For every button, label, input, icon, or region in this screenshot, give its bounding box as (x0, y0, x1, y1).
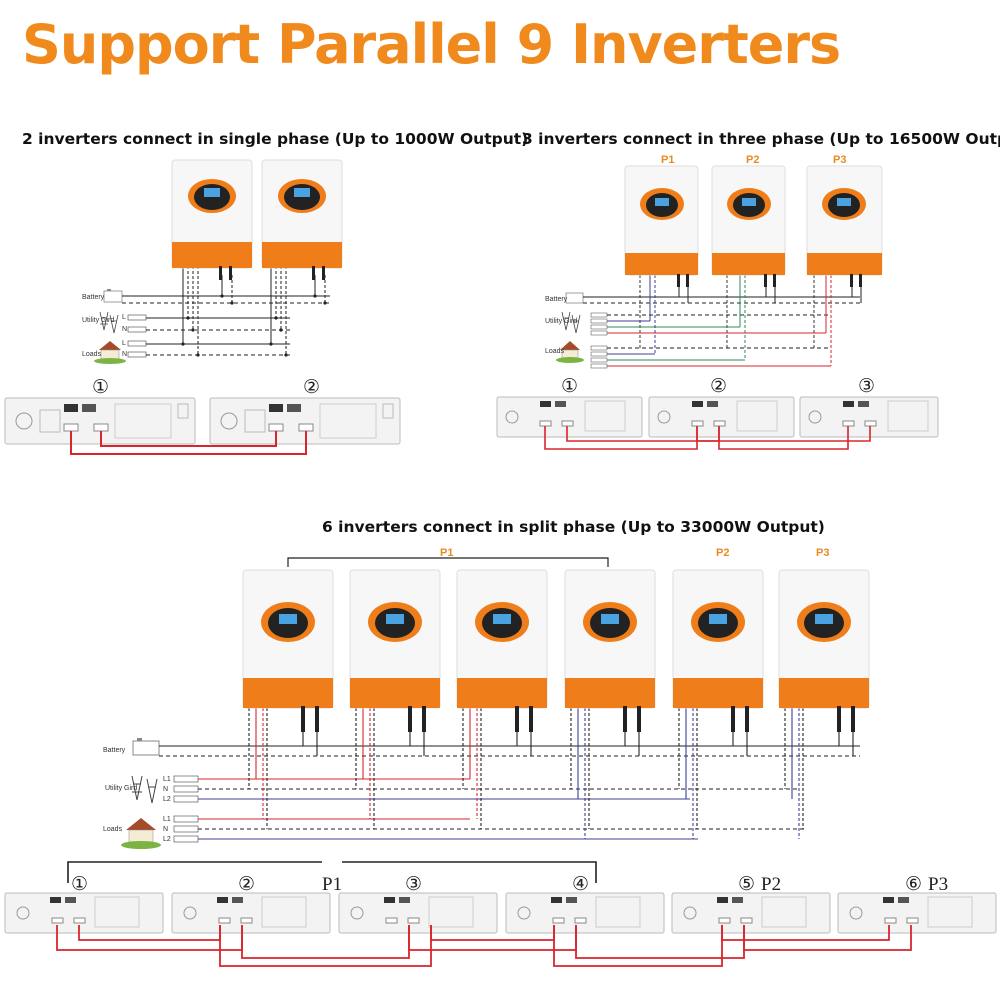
loads-l2-label: L2 (163, 836, 171, 843)
inverter-p2 (711, 165, 786, 287)
unit-6-tag: P3 (928, 874, 948, 895)
split-inverter-5 (672, 569, 764, 732)
battery-icon: Battery (103, 738, 160, 756)
unit-6-number: ⑥ (905, 874, 922, 895)
bottom-unit-1 (496, 396, 643, 438)
unit-4-number: ④ (572, 874, 589, 895)
house-icon: Loads (103, 818, 161, 849)
phase-p3-label: P3 (833, 154, 846, 166)
split-phase-heading: 6 inverters connect in split phase (Up t… (322, 518, 825, 536)
unit-2-number: ② (238, 874, 255, 895)
grid-n-label: N (163, 786, 168, 793)
grid-label: Utility Gird (545, 318, 577, 325)
unit-2-number: ② (303, 377, 320, 398)
unit-3-number: ③ (858, 376, 875, 397)
split-inverter-1 (242, 569, 334, 732)
battery-label: Battery (82, 294, 105, 301)
split-bottom-unit-2 (171, 892, 331, 934)
split-phase-diagram: P1 P2 P3 Battery Utility Gird L1 N L2 Lo… (4, 547, 997, 967)
split-inverter-4 (564, 569, 656, 732)
split-bottom-unit-3 (338, 892, 498, 934)
split-inverter-3 (456, 569, 548, 732)
phase-p1-label: P1 (440, 547, 453, 559)
split-inverter-6 (778, 569, 870, 732)
battery-icon: Battery (82, 289, 123, 303)
page-title: Support Parallel 9 Inverters (22, 13, 841, 76)
grid-l-label: L (122, 314, 126, 321)
bottom-unit-2 (648, 396, 795, 438)
unit-1-number: ① (92, 377, 109, 398)
inverter-p1 (624, 165, 699, 287)
unit-5-tag: P2 (761, 874, 781, 895)
three-phase-heading: 3 inverters connect in three phase (Up t… (522, 130, 1000, 148)
battery-label: Battery (545, 296, 568, 303)
utility-grid-icon: Utility Gird (82, 311, 119, 334)
single-phase-diagram: Battery Utility Gird L N Loads L N (4, 159, 401, 455)
phase-p2-label: P2 (746, 154, 759, 166)
split-bottom-unit-1 (4, 892, 164, 934)
phase-p3-label: P3 (816, 547, 829, 559)
loads-label: Loads (82, 351, 102, 358)
three-phase-diagram: P1 P2 P3 Battery Utility Gird Loads (496, 154, 939, 450)
unit-5-number: ⑤ (738, 874, 755, 895)
split-bottom-unit-5 (671, 892, 831, 934)
utility-grid-icon: Utility Gird (545, 311, 581, 334)
bottom-unit-3 (799, 396, 939, 438)
battery-icon: Battery (545, 292, 584, 304)
grid-l2-label: L2 (163, 796, 171, 803)
unit-1-number: ① (71, 874, 88, 895)
battery-label: Battery (103, 747, 126, 754)
unit-3-number: ③ (405, 874, 422, 895)
inverter-2 (261, 159, 343, 280)
loads-l-label: L (122, 340, 126, 347)
split-inverter-2 (349, 569, 441, 732)
grid-l1-label: L1 (163, 776, 171, 783)
phase-p2-label: P2 (716, 547, 729, 559)
loads-n-label: N (163, 826, 168, 833)
inverter-1 (171, 159, 253, 280)
utility-grid-icon: Utility Gird (105, 775, 158, 804)
inverter-p3 (806, 165, 883, 287)
grid-label: Utility Gird (105, 785, 137, 792)
grid-n-label: N (122, 326, 127, 333)
phase-p1-label: P1 (661, 154, 674, 166)
split-bottom-unit-4 (505, 892, 665, 934)
unit-group-p1-tag: P1 (322, 874, 342, 895)
loads-label: Loads (103, 826, 123, 833)
loads-n-label: N (122, 351, 127, 358)
split-bottom-unit-6 (837, 892, 997, 934)
grid-label: Utility Gird (82, 317, 114, 324)
loads-label: Loads (545, 348, 565, 355)
unit-1-number: ① (561, 376, 578, 397)
house-icon: Loads (545, 341, 584, 363)
loads-l1-label: L1 (163, 816, 171, 823)
house-icon: Loads (82, 341, 126, 364)
bottom-unit-1 (4, 397, 196, 445)
unit-2-number: ② (710, 376, 727, 397)
single-phase-heading: 2 inverters connect in single phase (Up … (22, 130, 529, 148)
